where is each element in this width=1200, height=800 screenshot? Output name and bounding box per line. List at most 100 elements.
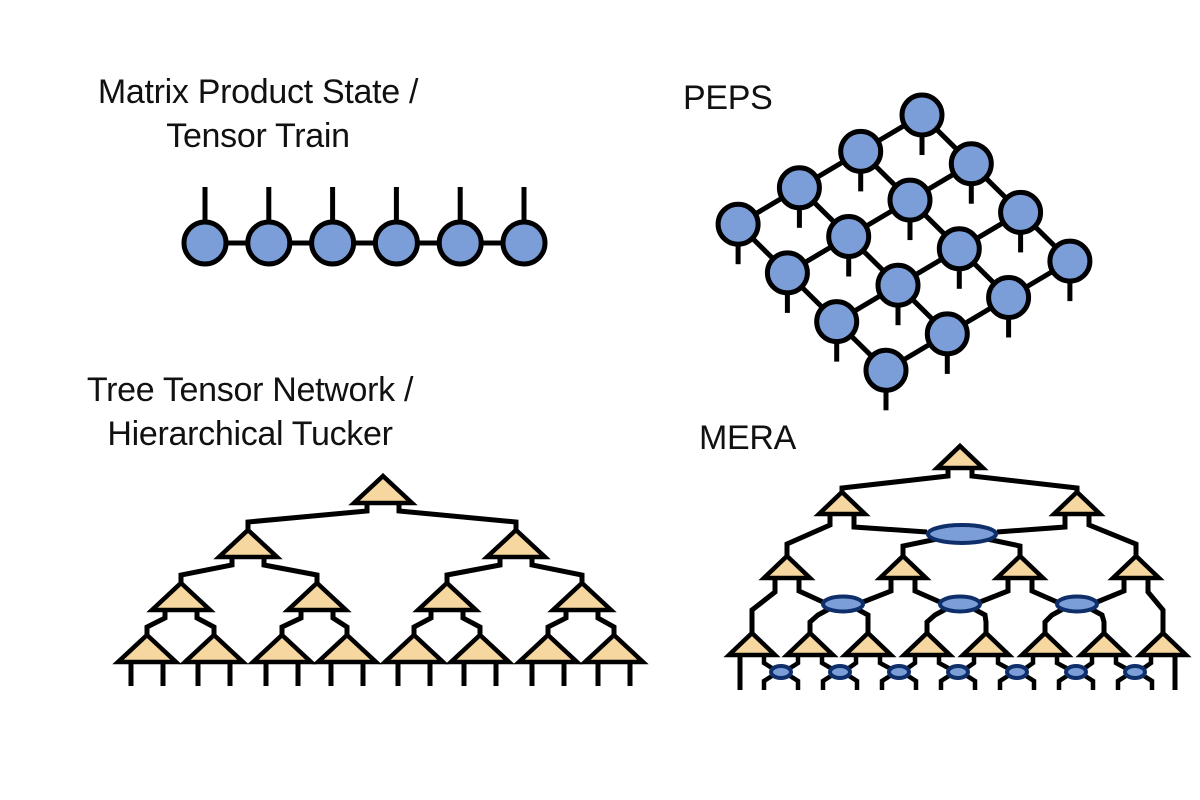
ttn-root-tensor bbox=[348, 472, 418, 506]
mps-tensor-node bbox=[309, 219, 357, 267]
ttn-tensor-node bbox=[282, 579, 352, 613]
ttn-bond bbox=[261, 557, 320, 586]
ttn-bond bbox=[144, 610, 168, 638]
ttn-bond bbox=[194, 610, 217, 638]
mera-bond bbox=[986, 536, 1023, 558]
ttn-tensor-node bbox=[547, 579, 617, 613]
mps-tensor-node bbox=[181, 219, 229, 267]
mera-isometry bbox=[1075, 629, 1133, 658]
ttn-leaf-tensor bbox=[179, 631, 249, 665]
ttn-bond bbox=[529, 557, 585, 586]
mera-disentangler bbox=[926, 523, 998, 545]
ttn-title-line-2: Hierarchical Tucker bbox=[107, 415, 393, 453]
peps-tensor-node bbox=[899, 92, 945, 138]
mera-disentangler bbox=[938, 594, 982, 614]
mera-bond bbox=[924, 606, 948, 635]
mera-bond bbox=[1113, 655, 1131, 672]
mera-isometry bbox=[874, 552, 932, 581]
peps-tensor-node bbox=[998, 189, 1044, 235]
mera-isometry bbox=[1048, 488, 1106, 517]
ttn-leaf-tensor bbox=[112, 631, 182, 665]
mera-isometry bbox=[813, 488, 871, 517]
mera-isometry bbox=[723, 629, 781, 658]
mera-diagram bbox=[723, 442, 1192, 690]
peps-tensor-node bbox=[814, 299, 860, 345]
ttn-bond bbox=[545, 610, 569, 638]
mera-bond bbox=[784, 514, 833, 558]
mera-disentangler bbox=[828, 664, 852, 680]
mera-bond bbox=[851, 514, 928, 535]
mera-bond bbox=[839, 468, 951, 494]
mera-bond bbox=[979, 578, 1011, 605]
mera-bond bbox=[1096, 578, 1127, 605]
ttn-leaf-tensor bbox=[312, 631, 382, 665]
ttn-title: Tree Tensor Network / Hierarchical Tucke… bbox=[50, 368, 450, 456]
mera-disentangler bbox=[1064, 664, 1088, 680]
peps-title: PEPS bbox=[683, 79, 773, 117]
ttn-diagram bbox=[112, 472, 649, 686]
mera-bond bbox=[807, 606, 831, 635]
peps-tensor-node bbox=[764, 250, 810, 296]
peps-tensor-node bbox=[863, 347, 909, 393]
peps-tensor-node bbox=[715, 201, 761, 247]
mera-isometry bbox=[1107, 552, 1165, 581]
mera-disentangler bbox=[821, 594, 865, 614]
mera-bond bbox=[855, 606, 871, 635]
peps-tensor-node bbox=[776, 165, 822, 211]
mera-title: MERA bbox=[699, 419, 797, 457]
ttn-bond bbox=[330, 610, 350, 638]
ttn-tensor-node bbox=[146, 579, 216, 613]
ttn-bond bbox=[444, 557, 503, 586]
mera-isometry bbox=[839, 629, 897, 658]
mps-tensor-node bbox=[500, 219, 548, 267]
mera-bond bbox=[1086, 514, 1139, 558]
peps-tensor-node bbox=[948, 141, 994, 187]
ttn-leaf-tensor bbox=[445, 631, 515, 665]
mera-isometry bbox=[991, 552, 1049, 581]
mera-disentangler bbox=[1123, 664, 1147, 680]
mps-tensor-node bbox=[436, 219, 484, 267]
mera-disentangler bbox=[769, 664, 793, 680]
ttn-tensor-node bbox=[481, 526, 551, 560]
ttn-bond bbox=[411, 610, 434, 638]
mera-bond bbox=[1145, 578, 1166, 635]
mera-bond bbox=[877, 655, 895, 672]
mera-isometry bbox=[898, 629, 956, 658]
ttn-leaf-tensor bbox=[579, 631, 649, 665]
mera-bond bbox=[996, 514, 1068, 535]
ttn-tensor-node bbox=[213, 526, 283, 560]
peps-tensor-node bbox=[986, 275, 1032, 320]
mera-bond bbox=[995, 655, 1013, 672]
ttn-leaf-tensor bbox=[513, 631, 583, 665]
peps-tensor-node bbox=[924, 311, 970, 357]
ttn-bond bbox=[396, 503, 519, 533]
mera-isometry bbox=[781, 629, 839, 658]
ttn-leaf-tensor bbox=[379, 631, 449, 665]
mera-top-tensor bbox=[931, 442, 989, 471]
ttn-bond bbox=[279, 610, 304, 638]
mera-bond bbox=[1042, 606, 1065, 635]
mera-bond bbox=[969, 468, 1080, 494]
mera-bond bbox=[862, 578, 894, 605]
mera-bond bbox=[796, 578, 825, 605]
mps-title-line-2: Tensor Train bbox=[166, 117, 350, 155]
mps-tensor-node bbox=[372, 219, 420, 267]
mps-title-line-1: Matrix Product State / bbox=[97, 73, 419, 111]
mera-bond bbox=[912, 578, 942, 605]
mera-bond bbox=[900, 536, 938, 558]
peps-tensor-node bbox=[875, 262, 921, 308]
peps-tensor-node bbox=[826, 214, 872, 259]
ttn-bond bbox=[245, 503, 370, 533]
mera-isometry bbox=[957, 629, 1015, 658]
mera-isometry bbox=[758, 552, 816, 581]
mera-disentangler bbox=[946, 664, 970, 680]
ttn-leaf-tensor bbox=[247, 631, 317, 665]
mera-disentangler bbox=[1005, 664, 1029, 680]
mera-isometry bbox=[1016, 629, 1074, 658]
peps-tensor-node bbox=[838, 128, 884, 174]
ttn-bond bbox=[460, 610, 483, 638]
mps-diagram bbox=[181, 187, 548, 267]
mps-tensor-node bbox=[245, 219, 293, 267]
mera-bond bbox=[1089, 606, 1107, 635]
peps-tensor-node bbox=[1047, 238, 1093, 284]
